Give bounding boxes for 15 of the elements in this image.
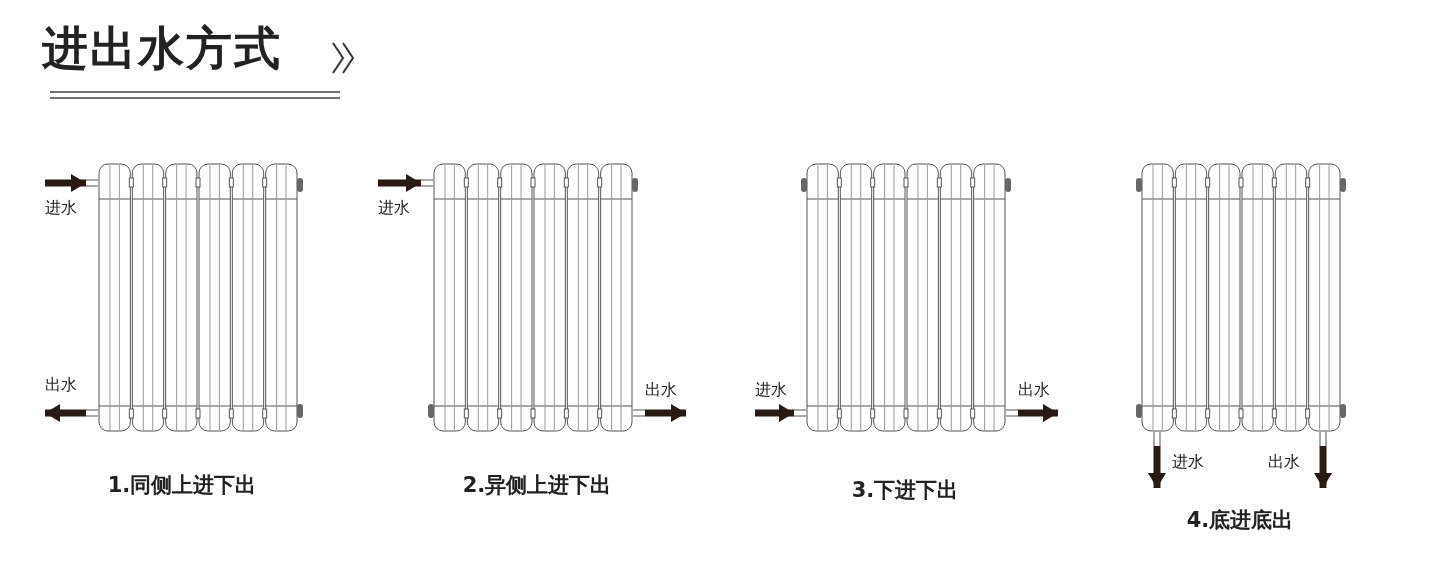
edge-label: 出水 (1268, 452, 1300, 473)
edge-label: 进水 (378, 198, 410, 219)
node-label: 2.异侧上进下出 (462, 472, 612, 499)
node-label: 1.同侧上进下出 (107, 472, 257, 499)
edge-label: 出水 (1018, 380, 1050, 401)
edge-label: 进水 (1172, 452, 1204, 473)
title: 进出水方式 (42, 20, 282, 77)
edge-label: 出水 (645, 380, 677, 401)
edge-label: 进水 (755, 380, 787, 401)
radiator-drawing (421, 163, 645, 432)
edge-label: 进水 (45, 198, 77, 219)
node-label: 3.下进下出 (851, 477, 959, 504)
radiator-drawing (794, 163, 1018, 432)
node-label: 4.底进底出 (1186, 507, 1294, 534)
edge-label: 出水 (45, 375, 77, 396)
